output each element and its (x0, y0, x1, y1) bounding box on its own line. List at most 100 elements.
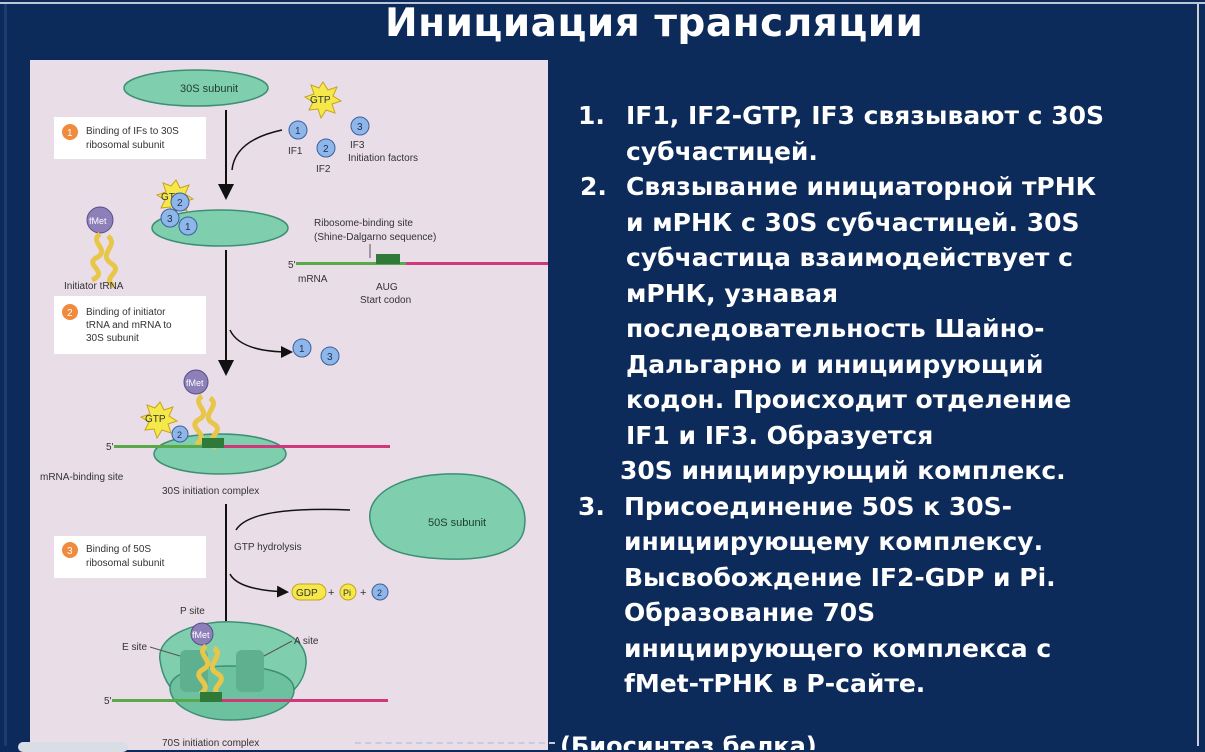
point-2-line-7: кодон. Происходит отделение (626, 385, 1072, 414)
factor-3-on-30s (160, 208, 180, 228)
arrow-factors-join (231, 129, 283, 171)
plus-2: + (360, 587, 366, 599)
subunit-30s-label: 30S subunit (180, 83, 238, 95)
step1-label: Binding of IFs to 30S (86, 126, 179, 137)
step1-label-2: ribosomal subunit (86, 140, 165, 151)
released-if1-num: 1 (299, 344, 305, 355)
aug-codon-1 (376, 254, 400, 264)
point-3-line-1: Присоединение 50S к 30S- (624, 491, 1013, 521)
step3-label: Binding of 50S (86, 544, 151, 555)
fmet-label: fMet (89, 216, 107, 226)
aug-codon-2 (202, 438, 224, 448)
factor-2-on-30s-num: 2 (177, 198, 183, 209)
gtp-label-2: GTP (161, 192, 182, 203)
mrna-binding-site-label: mRNA-binding site (40, 472, 124, 483)
point-2-line-9: 30S инициирующий комплекс. (620, 456, 1066, 485)
subunit-50s-label: 50S subunit (428, 517, 486, 529)
e-site-pointer (149, 646, 181, 657)
arrow-release-gdp (229, 573, 289, 598)
bottom-caption-text: (Биосинтез белка) (560, 732, 817, 750)
mrna-pink-1 (406, 262, 548, 265)
step3-label-2: ribosomal subunit (86, 558, 165, 569)
initiation-factors-label: Initiation factors (348, 153, 418, 164)
factor-1-on-30s (178, 216, 198, 236)
bottom-caption: (Биосинтез белка) (560, 732, 920, 750)
point-3-line-3: Высвобождение IF2-GDP и Pi. (624, 562, 1056, 592)
point-1-number: 1. (578, 101, 605, 130)
gdp-label: GDP (296, 588, 318, 599)
point-2-line-3: субчастица взаимодействует с (626, 243, 1073, 272)
factor-2-in-complex-num: 2 (177, 430, 182, 440)
fmet-label-3: fMet (192, 630, 210, 640)
mrna-green-2 (114, 445, 214, 448)
step2-badge-num: 2 (67, 308, 73, 319)
translation-initiation-figure: 30S subunit GTP 1 2 3 IF1 IF2 IF3 Initia… (30, 60, 548, 750)
top-rule (0, 2, 1205, 4)
complex-30s-ribosome (153, 433, 287, 475)
aug-label: AUG (376, 282, 398, 293)
mrna-green-3 (112, 699, 212, 702)
if3-label: IF3 (350, 140, 365, 151)
bottom-dashed-artifact (355, 742, 555, 752)
mrna-pink-2 (214, 445, 390, 448)
step3-badge (62, 542, 78, 558)
pi-label: Pi (343, 588, 351, 598)
complex-30s-label: 30S initiation complex (162, 486, 259, 497)
gtp-label-3: GTP (145, 414, 166, 425)
factor-if3-num: 3 (357, 122, 363, 133)
point-1: 1. IF1, IF2-GTP, IF3 связывают с 30S суб… (578, 98, 1188, 169)
step2-label-3: 30S subunit (86, 333, 139, 344)
gtp-hydrolysis-label: GTP hydrolysis (234, 542, 302, 553)
point-3-line-5: инициирующего комплекса с (624, 633, 1052, 663)
fmet-label-2: fMet (186, 378, 204, 388)
factor-2-on-30s (170, 192, 190, 212)
trna-in-70s-complex (196, 643, 224, 699)
start-codon-label: Start codon (360, 295, 411, 306)
factor-3-on-30s-num: 3 (167, 214, 173, 225)
point-2: 2. Связывание инициаторной тРНК и мРНК с… (580, 169, 1188, 489)
point-3-number: 3. (578, 491, 605, 521)
step3-badge-num: 3 (67, 546, 73, 557)
figure-svg: 30S subunit GTP 1 2 3 IF1 IF2 IF3 Initia… (40, 69, 548, 749)
released-if2 (371, 583, 389, 601)
five-prime-3: 5' (104, 696, 112, 707)
step2-badge (62, 304, 78, 320)
step1-badge-num: 1 (67, 128, 73, 139)
step2-box (54, 296, 206, 354)
factor-1-on-30s-num: 1 (185, 222, 191, 233)
a-site-pointer (263, 640, 293, 657)
point-2-line-6: Дальгарно и инициирующий (626, 349, 1044, 379)
slide-frame (4, 4, 1199, 746)
gtp-star-icon-3 (139, 401, 179, 440)
factor-if1-num: 1 (295, 126, 301, 137)
point-2-line-1: Связывание инициаторной тРНК (626, 172, 1097, 201)
point-2-line-5: последовательность Шайно- (626, 314, 1045, 343)
point-1-line-1: IF1, IF2-GTP, IF3 связывают с 30S (626, 101, 1105, 130)
gtp-label-top: GTP (310, 95, 331, 106)
released-if3 (320, 346, 340, 366)
five-prime-2: 5' (106, 442, 114, 453)
explanation-text: 1. IF1, IF2-GTP, IF3 связывают с 30S суб… (578, 98, 1188, 718)
p-site-label: P site (180, 606, 205, 617)
subunit-30s-shape (123, 69, 269, 107)
initiator-trna-shape (90, 231, 118, 289)
fmet-circle-2 (183, 369, 209, 395)
mrna-pink-3 (212, 699, 388, 702)
factor-if2-num: 2 (323, 144, 329, 155)
mrna-label: mRNA (298, 274, 328, 285)
step1-box (54, 117, 206, 159)
point-3-line-6: fMet-тРНК в Р-сайте. (624, 669, 926, 698)
gdp-pill (291, 583, 327, 601)
factor-2-in-complex (171, 425, 189, 443)
plus-1: + (328, 587, 334, 599)
released-if2-num: 2 (377, 588, 382, 598)
factor-if3-circle (350, 116, 370, 136)
point-3-line-4: Образование 70S (624, 598, 876, 627)
if1-label: IF1 (288, 146, 303, 157)
slide-title: Инициация трансляции (385, 1, 924, 46)
if2-label: IF2 (316, 164, 331, 175)
step2-label: Binding of initiator (86, 307, 166, 318)
e-site-label: E site (122, 642, 147, 653)
subunit-50s-shape (369, 473, 526, 560)
released-if1 (292, 338, 312, 358)
